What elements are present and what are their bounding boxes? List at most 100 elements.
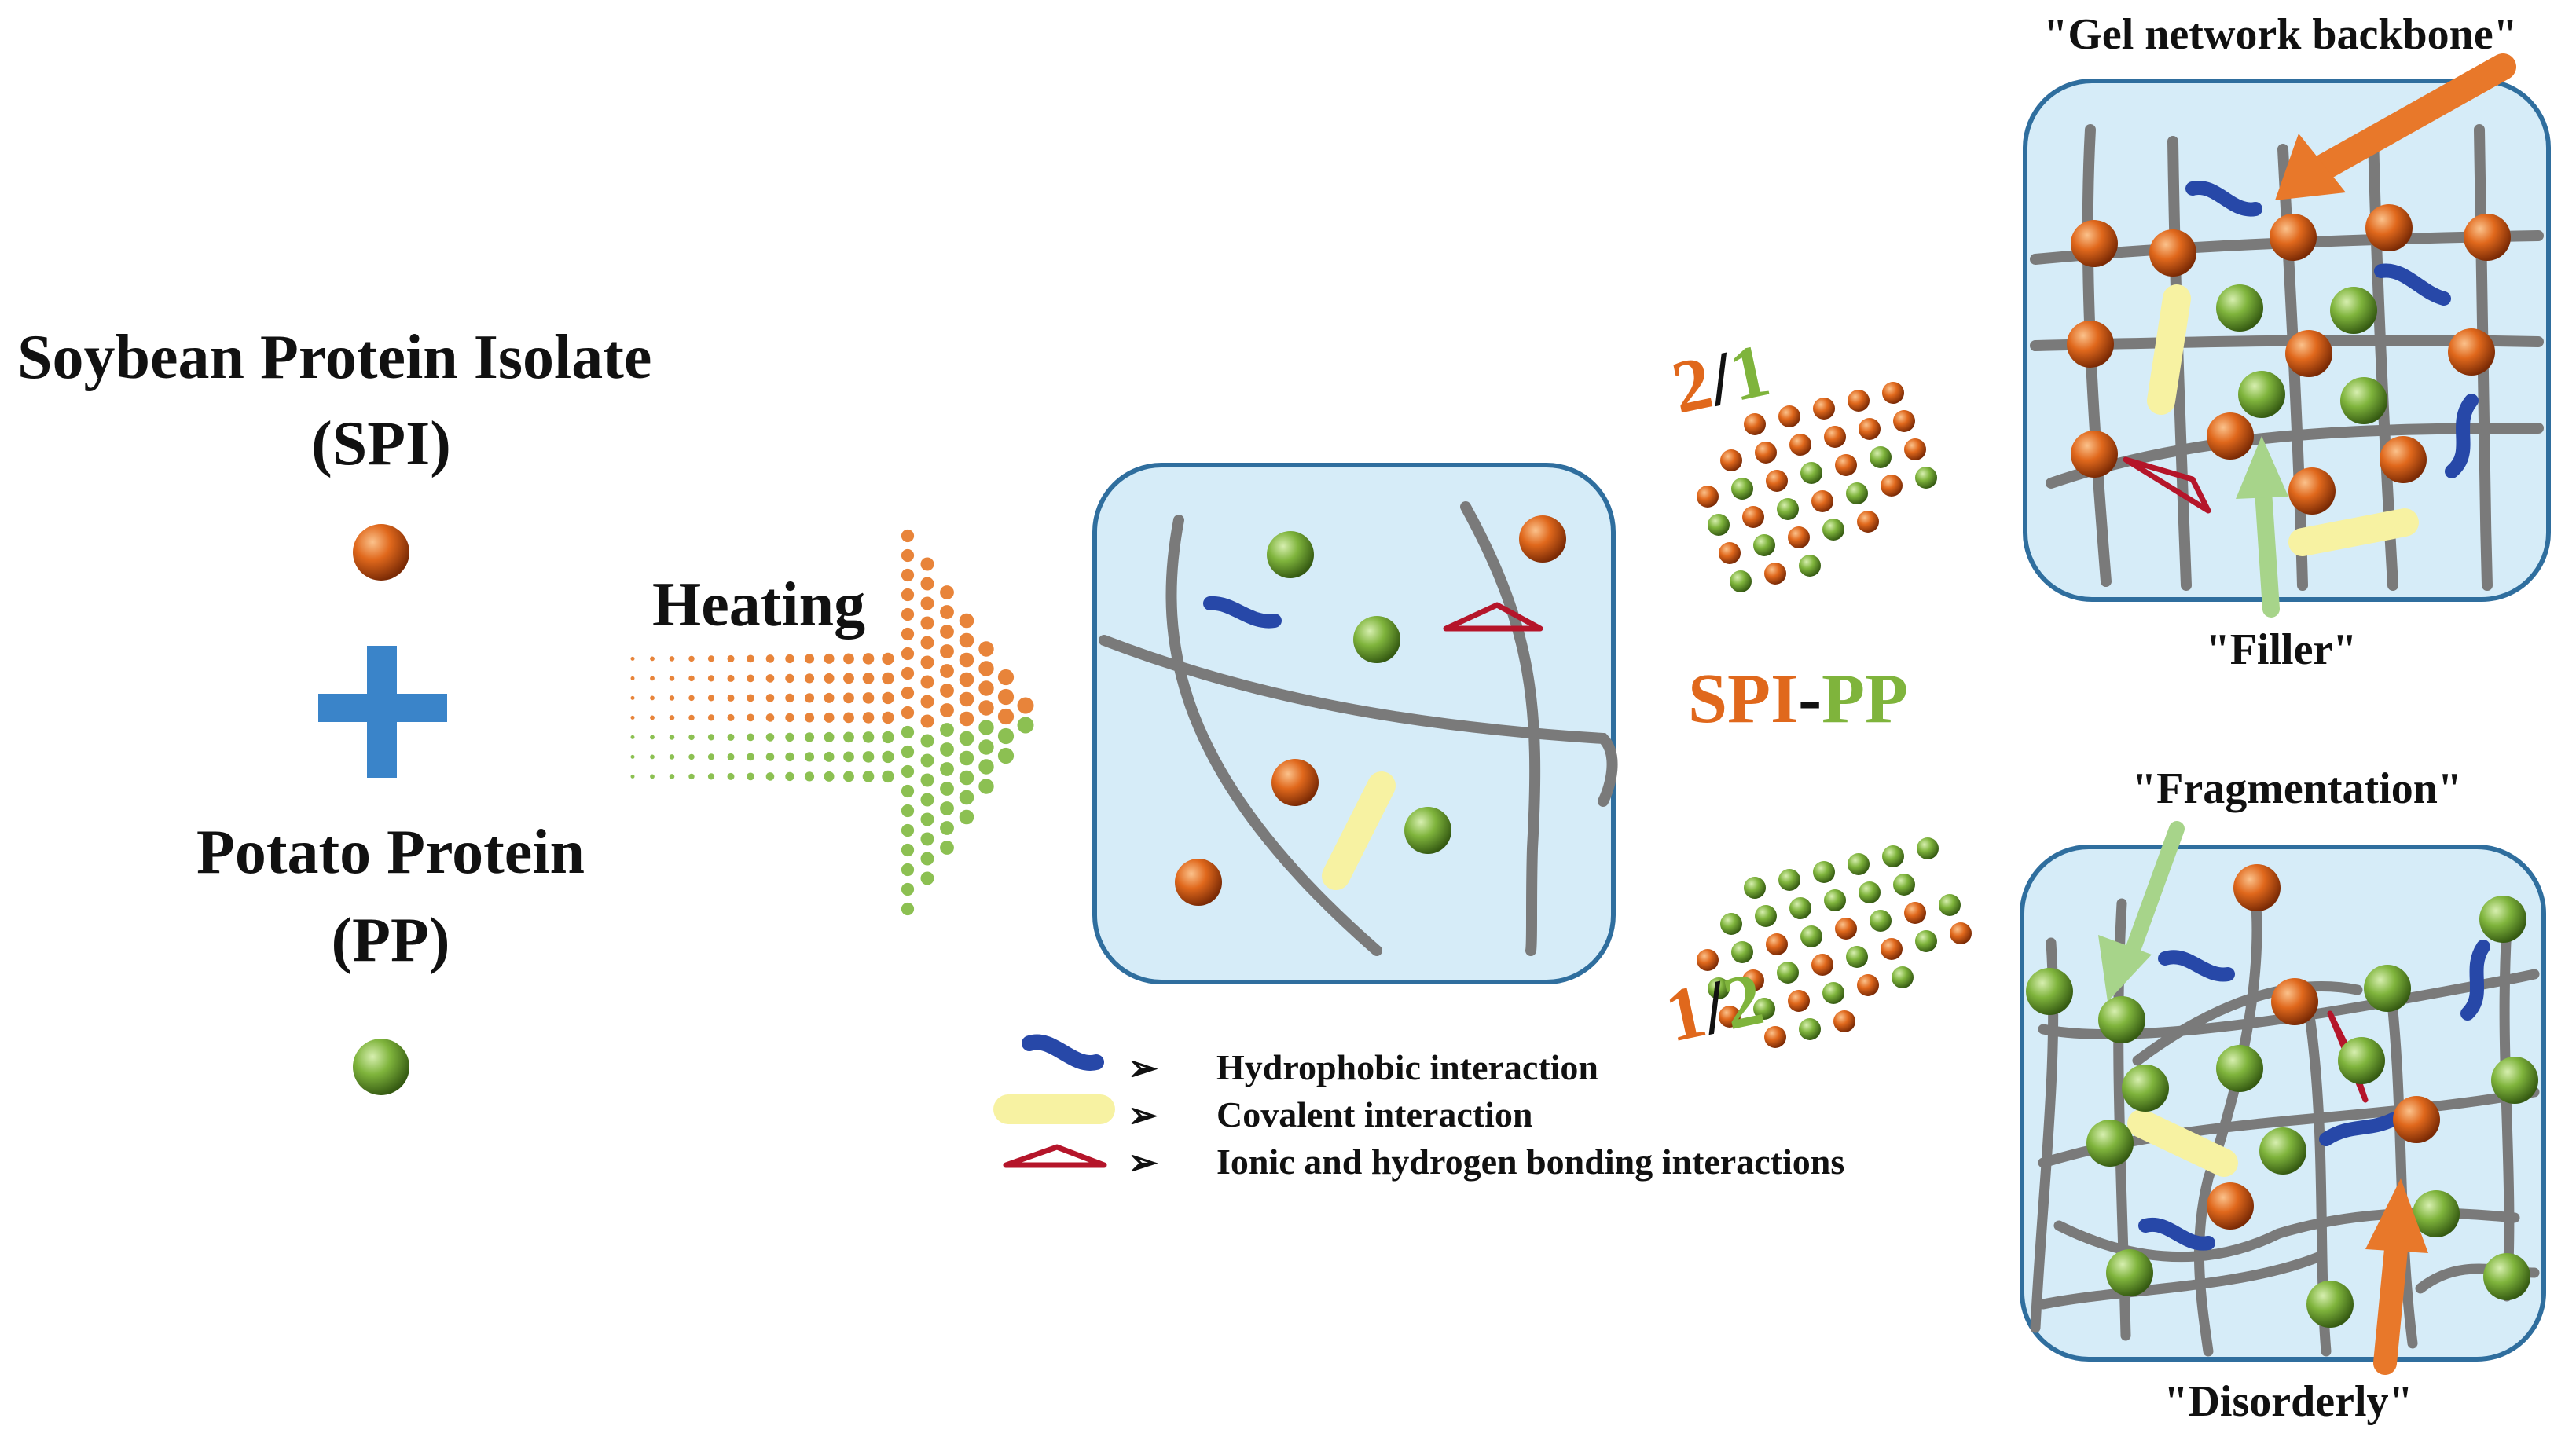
heating-dot [650,774,655,779]
cluster-spi-sphere [1813,398,1835,420]
hydrophobic-curl [2445,394,2479,478]
pp-sphere [2340,377,2387,424]
cluster-pp-sphere [1813,861,1835,883]
heating-dot [959,711,974,727]
heating-dot [940,585,954,599]
cluster-spi-sphere [1764,563,1786,585]
spi-sphere [2233,864,2281,911]
heating-dot [804,752,815,762]
hydrophobic-curl [2374,263,2451,306]
pp-sphere [2306,1281,2354,1328]
heating-dot [997,708,1015,725]
heating-dot [901,607,915,621]
heating-dot [882,711,894,724]
pp-sphere [2479,896,2526,943]
heating-dot [959,790,974,805]
cluster-pp-sphere [1744,877,1766,899]
spi-sphere [2380,436,2427,483]
cluster-spi-sphere [1720,449,1742,471]
heating-dot [669,656,675,662]
cluster-spi-sphere [1859,418,1881,440]
heating-dot [824,673,835,684]
cluster-spi-sphere [1697,486,1719,508]
heating-dot [688,714,695,721]
hydrophobic-curl [2158,950,2235,982]
disorderly-arrow [2365,1178,2428,1375]
pp-sphere [2216,1045,2263,1092]
heating-dot [824,731,835,742]
cluster-spi-sphere [1766,470,1788,492]
cluster-spi-sphere [1789,434,1811,456]
heating-dot [804,693,815,703]
heating-dot [843,731,854,743]
heating-dot [959,750,974,766]
heating-dot [959,632,974,648]
cluster-spi-sphere [1881,938,1903,960]
heating-dot [669,715,675,720]
legend-ionic-symbol [1003,1144,1107,1168]
cluster-spi-sphere [1811,954,1833,976]
cluster-pp-sphere [1939,894,1961,916]
heating-dot [862,771,875,782]
heating-dot [920,714,934,728]
heating-dot [978,739,994,755]
gel-network-backbone-caption: "Gel network backbone" [2043,10,2518,59]
heating-dot [997,747,1015,764]
heating-dot [707,773,715,780]
heating-dot [785,752,794,762]
cluster-pp-sphere [1777,498,1799,520]
heating-dot [747,733,754,742]
heating-dot [862,731,875,743]
heating-dot [920,695,934,709]
cluster-pp-sphere [1789,897,1811,919]
ionic-triangle [2123,456,2211,514]
heating-dot [920,753,934,768]
cluster-spi-sphere [1904,438,1926,460]
covalent-bar [2127,1109,2238,1177]
spi-sphere [2393,1096,2440,1143]
cluster-pp-sphere [1859,881,1881,903]
pp-sphere [2330,287,2377,334]
heating-dot [920,734,934,748]
heating-dot [688,655,695,662]
cluster-spi-sphere [1833,1010,1855,1032]
legend-bullet: ➢ [1128,1095,1158,1135]
pp-sphere [2026,968,2073,1015]
heating-dot [765,733,775,742]
center-pp-sphere [1353,616,1400,663]
heating-dot [630,735,635,739]
heating-dot [765,674,775,683]
heating-dot [707,695,715,702]
spi-sphere [2270,214,2317,261]
heating-dot [785,654,794,664]
heating-dot [920,616,934,630]
heating-dot [650,676,655,681]
pp-abbreviation: (PP) [331,906,450,975]
cluster-pp-sphere [1846,482,1868,504]
heating-dot [940,841,954,855]
hydrophobic-curl [2138,1217,2215,1251]
heating-dot [688,675,695,682]
cluster-spi-sphere [1848,390,1870,412]
pp-sphere [2491,1057,2538,1104]
heating-dot [785,771,794,782]
spi-sphere [2448,328,2495,376]
cluster-spi-sphere [1835,918,1857,940]
pp-sphere [2338,1037,2385,1084]
heating-dot [804,654,815,664]
heating-dot [727,674,735,682]
pp-sphere [2086,1120,2134,1167]
heating-dot [882,691,894,705]
heating-dot [862,673,875,684]
heating-dot [843,653,854,665]
heating-dot [862,712,875,724]
legend-ionic-text: Ionic and hydrogen bonding interactions [1216,1142,1845,1182]
cluster-pp-sphere [1731,478,1753,500]
center-spi-sphere [1271,759,1319,806]
heating-dot [765,694,775,702]
pp-sphere [2098,996,2145,1043]
heating-dot [978,759,994,775]
heating-dot [940,742,954,757]
center-ionic-triangle [1443,602,1543,632]
